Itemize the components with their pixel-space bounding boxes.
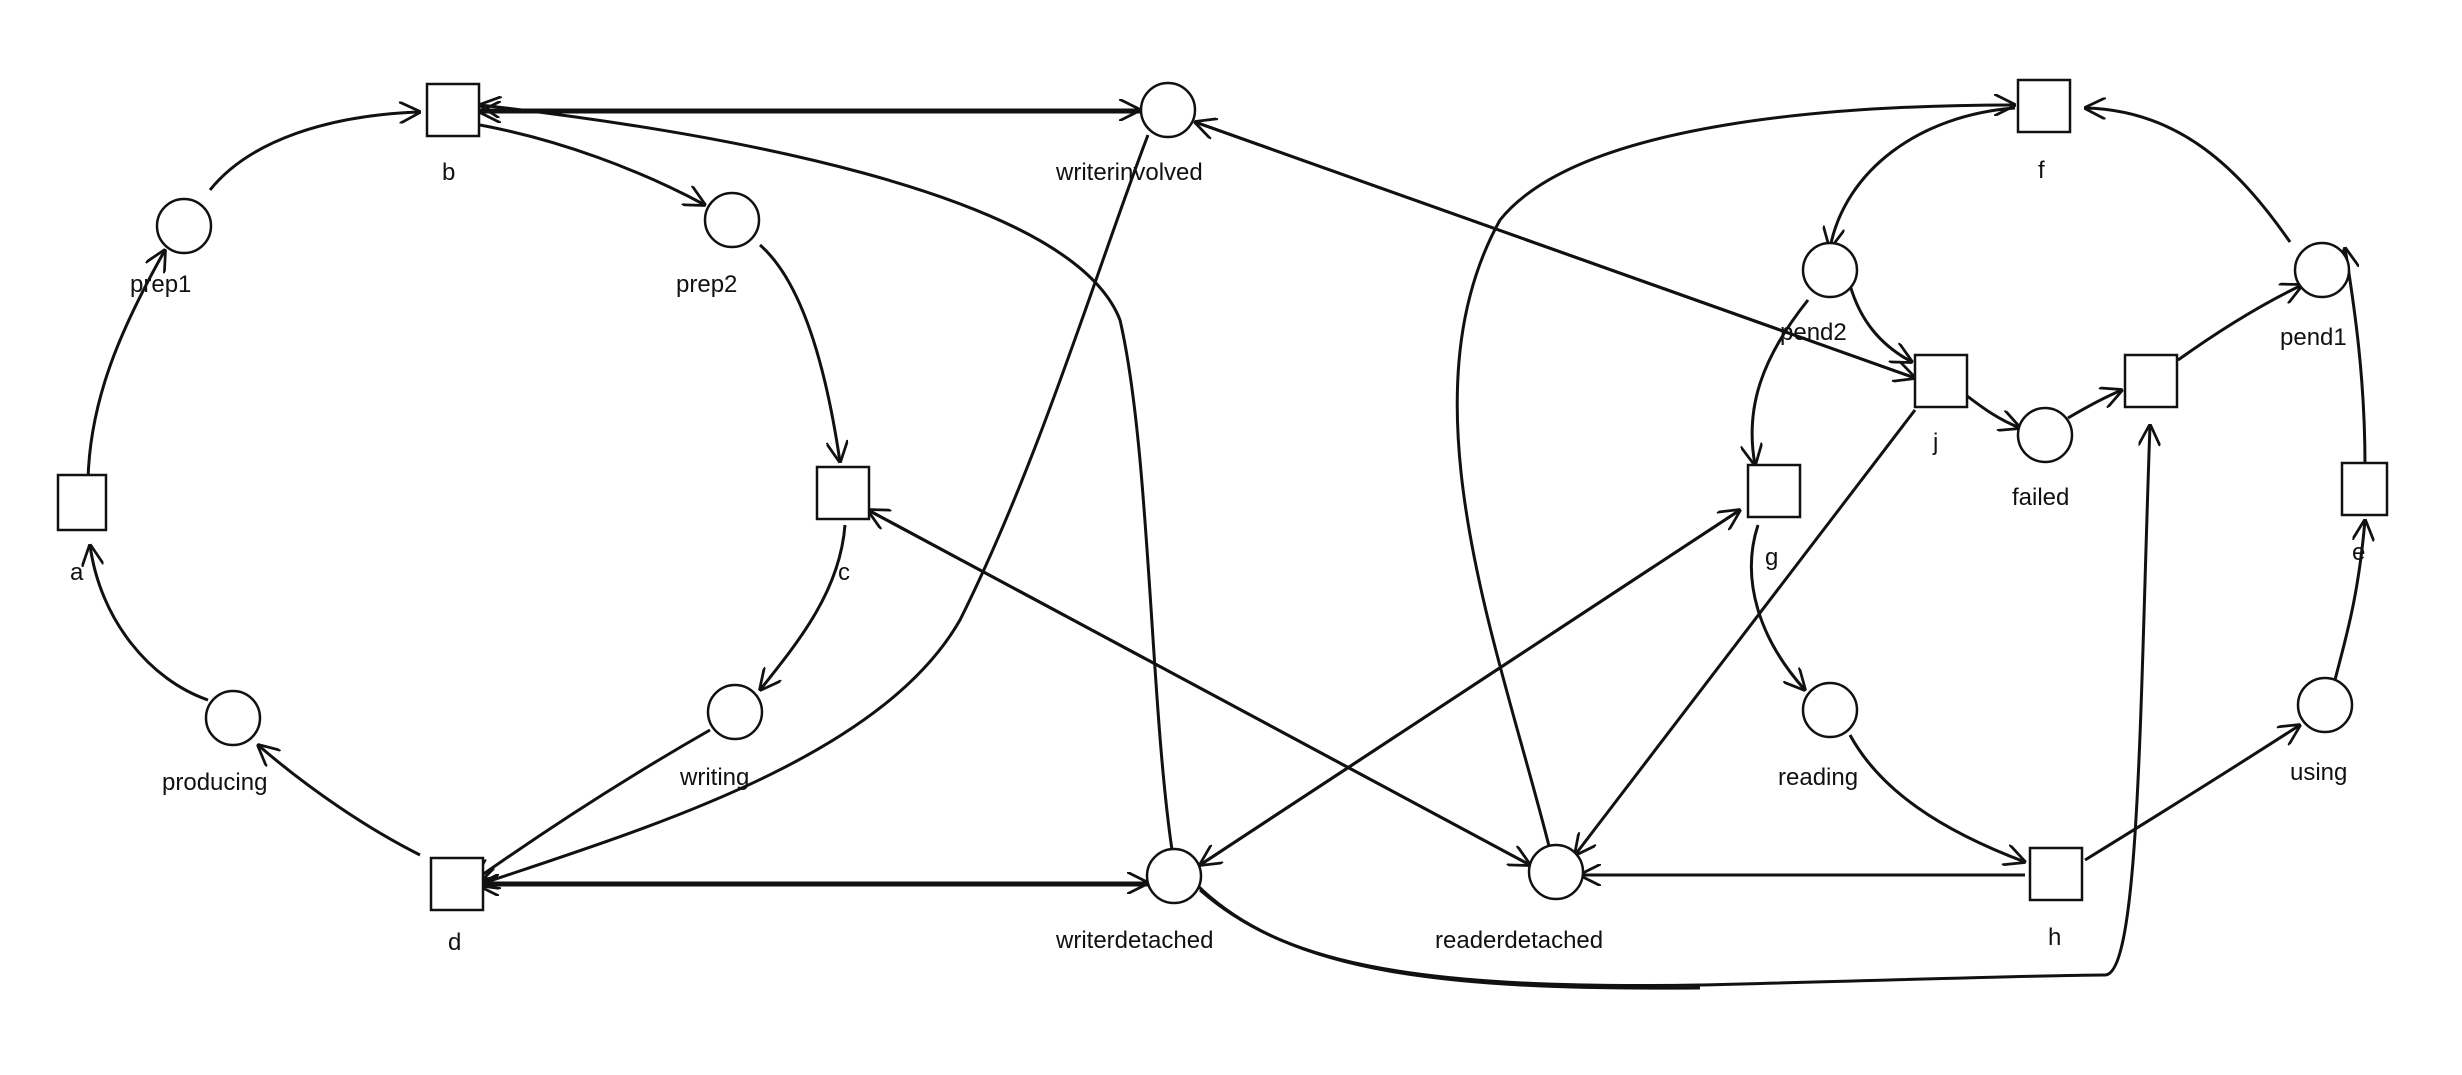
label-transition-g: g: [1765, 544, 1778, 571]
arc-readerdetached-f: [1455, 105, 2015, 851]
arc-f-pend2: [1830, 106, 2016, 248]
label-pend1: pend1: [2280, 324, 2347, 351]
arc-transition-pend1: [2177, 285, 2302, 362]
arc-a-prep1: [86, 250, 165, 481]
label-prep2: prep2: [676, 271, 737, 298]
arc-g-reading: [1750, 524, 1805, 690]
transitions: [56, 78, 2389, 912]
transition-pend1-in: [2123, 353, 2179, 409]
label-prep1: prep1: [130, 271, 191, 298]
transition-d: [429, 856, 485, 912]
transition-j: [1913, 353, 1969, 409]
label-transition-e: e: [2352, 539, 2365, 566]
place-writerinvolved: [1139, 81, 1197, 139]
arc-writerinvolved-d: [478, 134, 1150, 885]
label-transition-f: f: [2038, 157, 2045, 184]
place-writerdetached: [1145, 847, 1203, 905]
label-pend2: pend2: [1780, 319, 1847, 346]
arcs: [86, 105, 2365, 990]
arc-pend1-f: [2085, 108, 2292, 243]
label-producing: producing: [162, 769, 267, 796]
place-using: [2296, 676, 2354, 734]
arc-pend2-j: [1848, 284, 1912, 362]
arc-prep1-b: [208, 112, 420, 191]
arc-producing-a: [90, 545, 209, 702]
place-pend2: [1801, 241, 1859, 299]
place-pend1: [2293, 241, 2351, 299]
arc-writerdetached-transition: [1199, 425, 2150, 988]
label-transition-h: h: [2048, 924, 2061, 951]
arc-writerdetached-transition-2: [1196, 884, 1701, 990]
label-writing: writing: [679, 764, 749, 791]
arc-c-writing: [760, 524, 847, 690]
arc-using-e: [2333, 520, 2365, 681]
label-readerdetached: readerdetached: [1435, 927, 1603, 954]
arc-writerdetached-b: [480, 105, 1174, 851]
label-transition-a: a: [70, 559, 84, 586]
transition-h: [2028, 846, 2084, 902]
places: [155, 81, 2354, 905]
place-reading: [1801, 681, 1859, 739]
place-failed: [2016, 406, 2074, 464]
transition-a: [56, 473, 108, 532]
label-transition-c: c: [838, 559, 850, 586]
transition-c: [815, 465, 871, 521]
transition-e: [2340, 461, 2389, 517]
arc-j-writerinvolved: [1195, 122, 1916, 380]
label-writerdetached: writerdetached: [1055, 927, 1213, 954]
place-producing: [204, 689, 262, 747]
label-writerinvolved: writerinvolved: [1055, 159, 1203, 186]
transition-g: [1746, 463, 1802, 519]
label-transition-j: j: [1932, 429, 1938, 456]
arc-d-producing: [258, 745, 421, 857]
arc-j-readerdetached: [1575, 409, 1917, 855]
label-transition-b: b: [442, 159, 455, 186]
arc-g-writerdetached: [1200, 508, 1741, 865]
arc-b-prep2: [479, 123, 705, 205]
arc-readerdetached-c: [868, 510, 1531, 867]
transition-b: [425, 82, 481, 138]
arc-prep2-c: [759, 243, 840, 462]
place-prep1: [155, 197, 213, 255]
arc-j-failed: [1961, 390, 2020, 428]
place-readerdetached: [1527, 843, 1585, 901]
arc-reading-h: [1848, 734, 2025, 862]
labels: prep1 prep2 producing writing writerinvo…: [70, 157, 2365, 956]
label-reading: reading: [1778, 764, 1858, 791]
arc-writing-d: [475, 728, 711, 880]
label-failed: failed: [2012, 484, 2069, 511]
place-prep2: [703, 191, 761, 249]
label-using: using: [2290, 759, 2347, 786]
place-writing: [706, 683, 764, 741]
label-transition-d: d: [448, 929, 461, 956]
arc-failed-transition: [2067, 390, 2122, 420]
transition-f: [2016, 78, 2072, 134]
arc-pend2-g: [1752, 299, 1810, 465]
arc-h-using: [2084, 725, 2300, 862]
